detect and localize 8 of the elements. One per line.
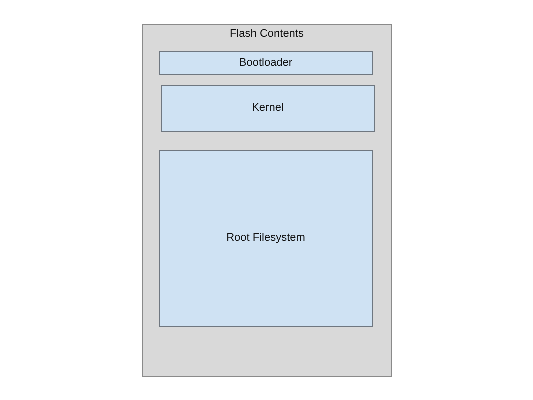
section-label: Root Filesystem xyxy=(226,232,306,245)
section-label: Kernel xyxy=(252,102,284,115)
section-box xyxy=(159,51,373,75)
container-title: Flash Contents xyxy=(229,28,305,41)
section-box xyxy=(159,150,373,327)
section-box xyxy=(161,85,375,132)
section-label: Bootloader xyxy=(239,56,293,70)
container-box xyxy=(142,24,392,377)
